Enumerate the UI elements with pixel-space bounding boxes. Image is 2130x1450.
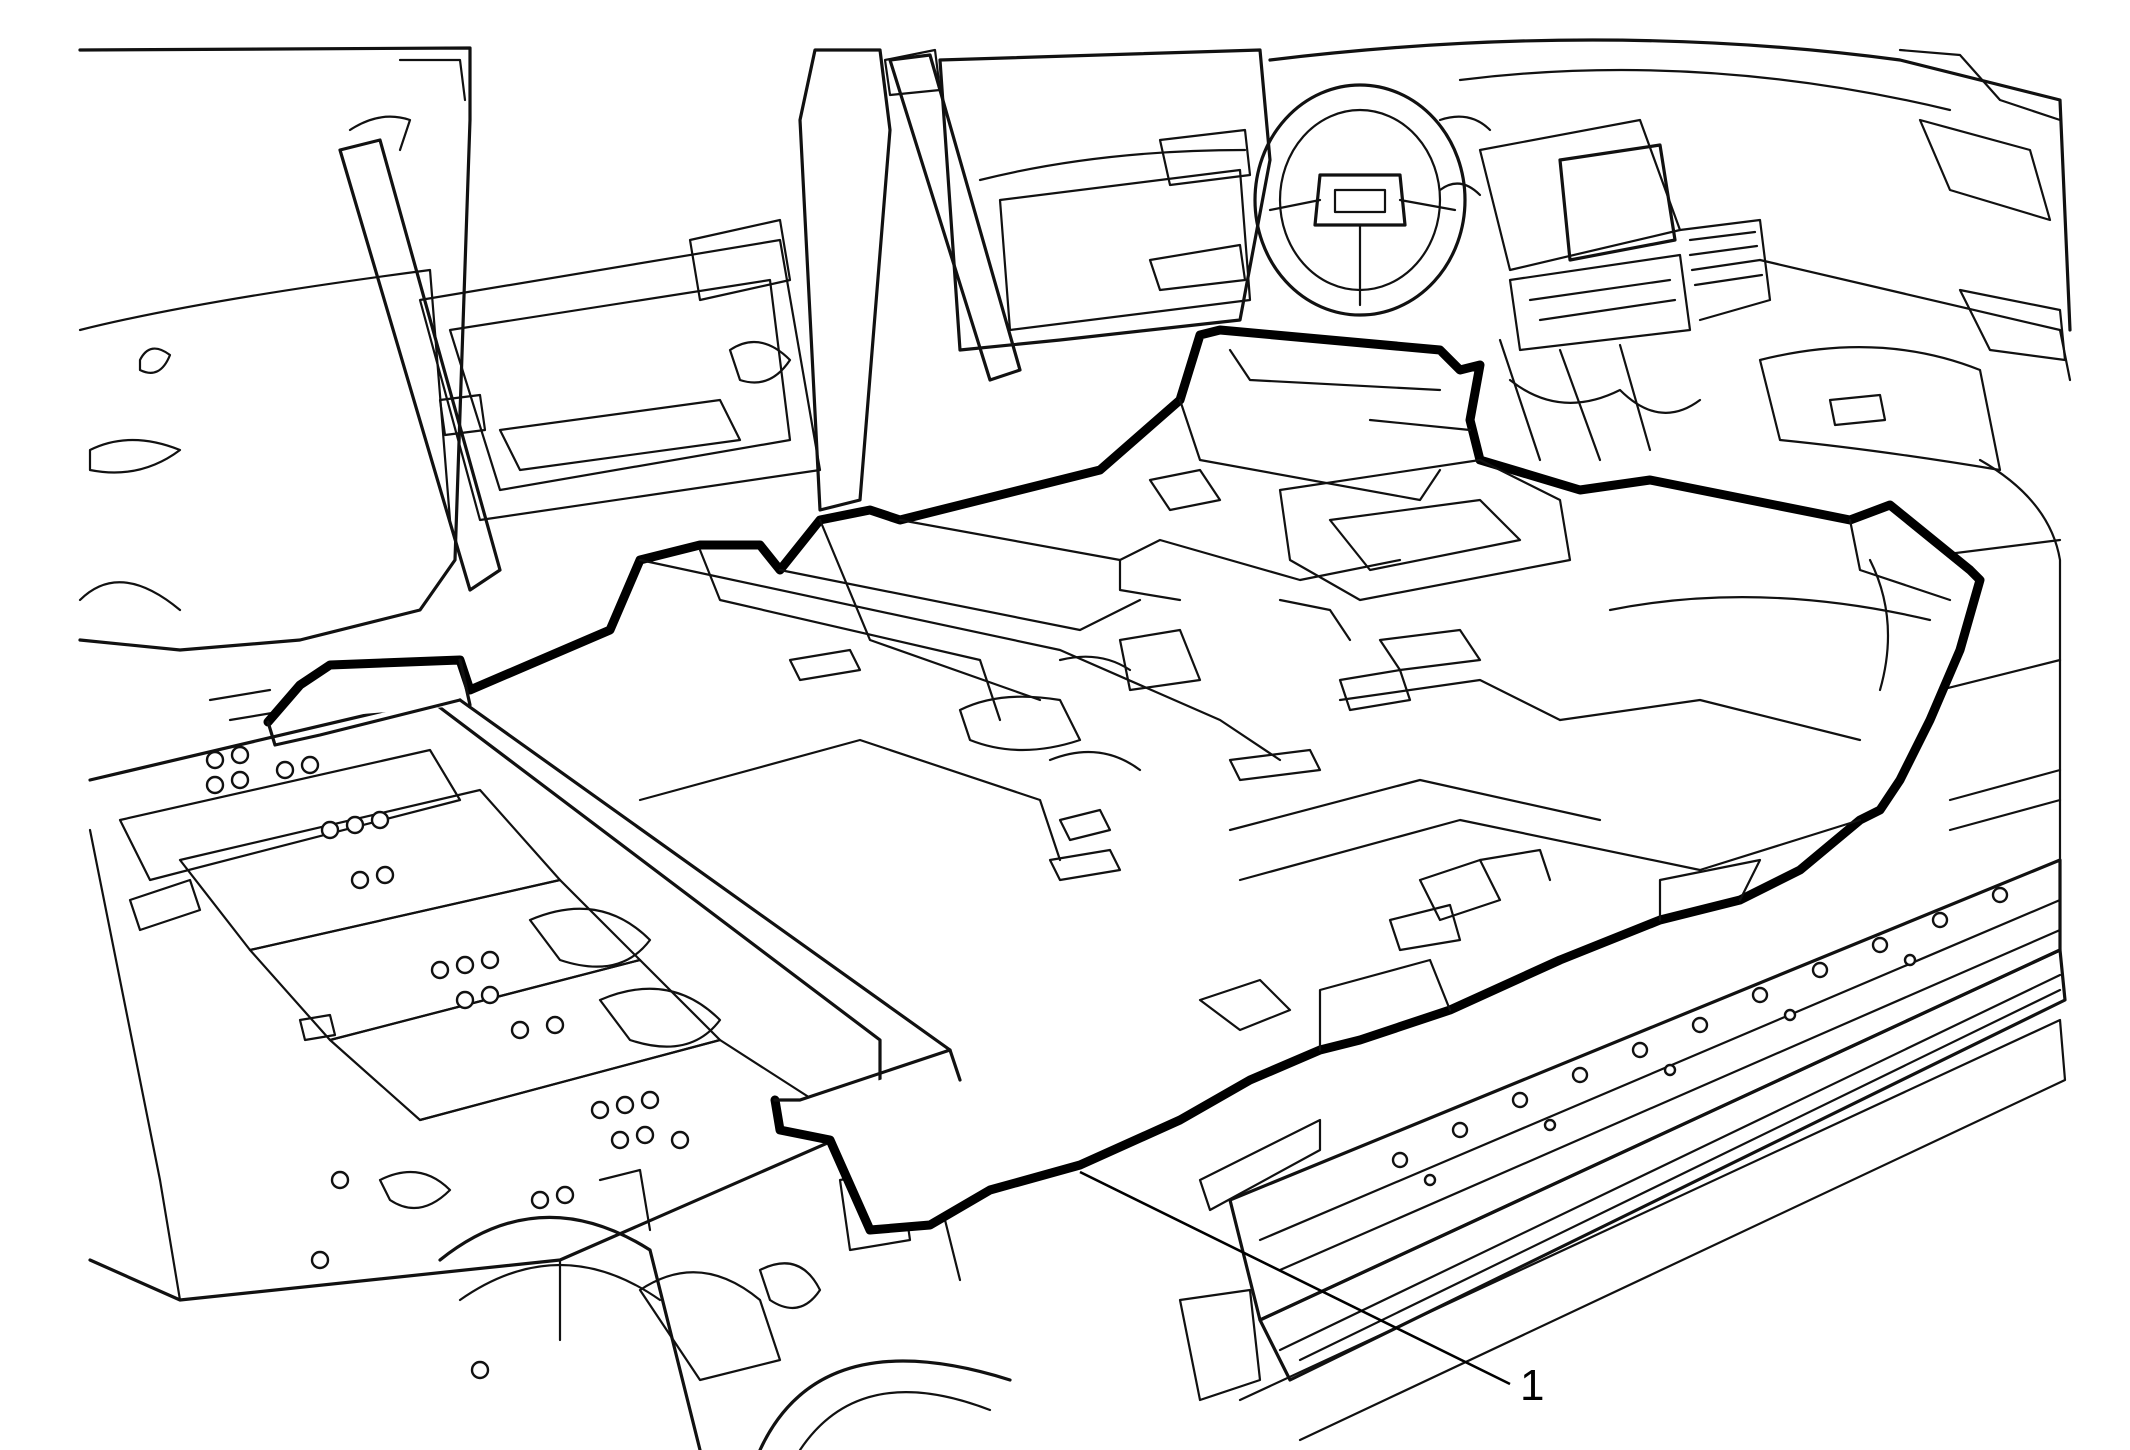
steering-wheel: [1253, 83, 1467, 317]
dashboard: [1268, 38, 2072, 472]
callout-1: 1: [1079, 1170, 1544, 1410]
callout-1-leader: [1079, 1170, 1511, 1386]
rocker-sill: [1178, 858, 2067, 1442]
cargo-floor-holes: [205, 745, 690, 1380]
front-door: [938, 48, 1272, 352]
floor-carpet: [263, 325, 1985, 1235]
rear-door-left: [78, 46, 822, 652]
cargo-floor: [88, 688, 1012, 1450]
seat-belt-rear: [338, 115, 502, 592]
b-pillar: [798, 48, 892, 512]
callout-1-label: 1: [1520, 1361, 1544, 1410]
rocker-holes: [1391, 886, 2009, 1187]
seat-belt-front: [883, 48, 1022, 382]
